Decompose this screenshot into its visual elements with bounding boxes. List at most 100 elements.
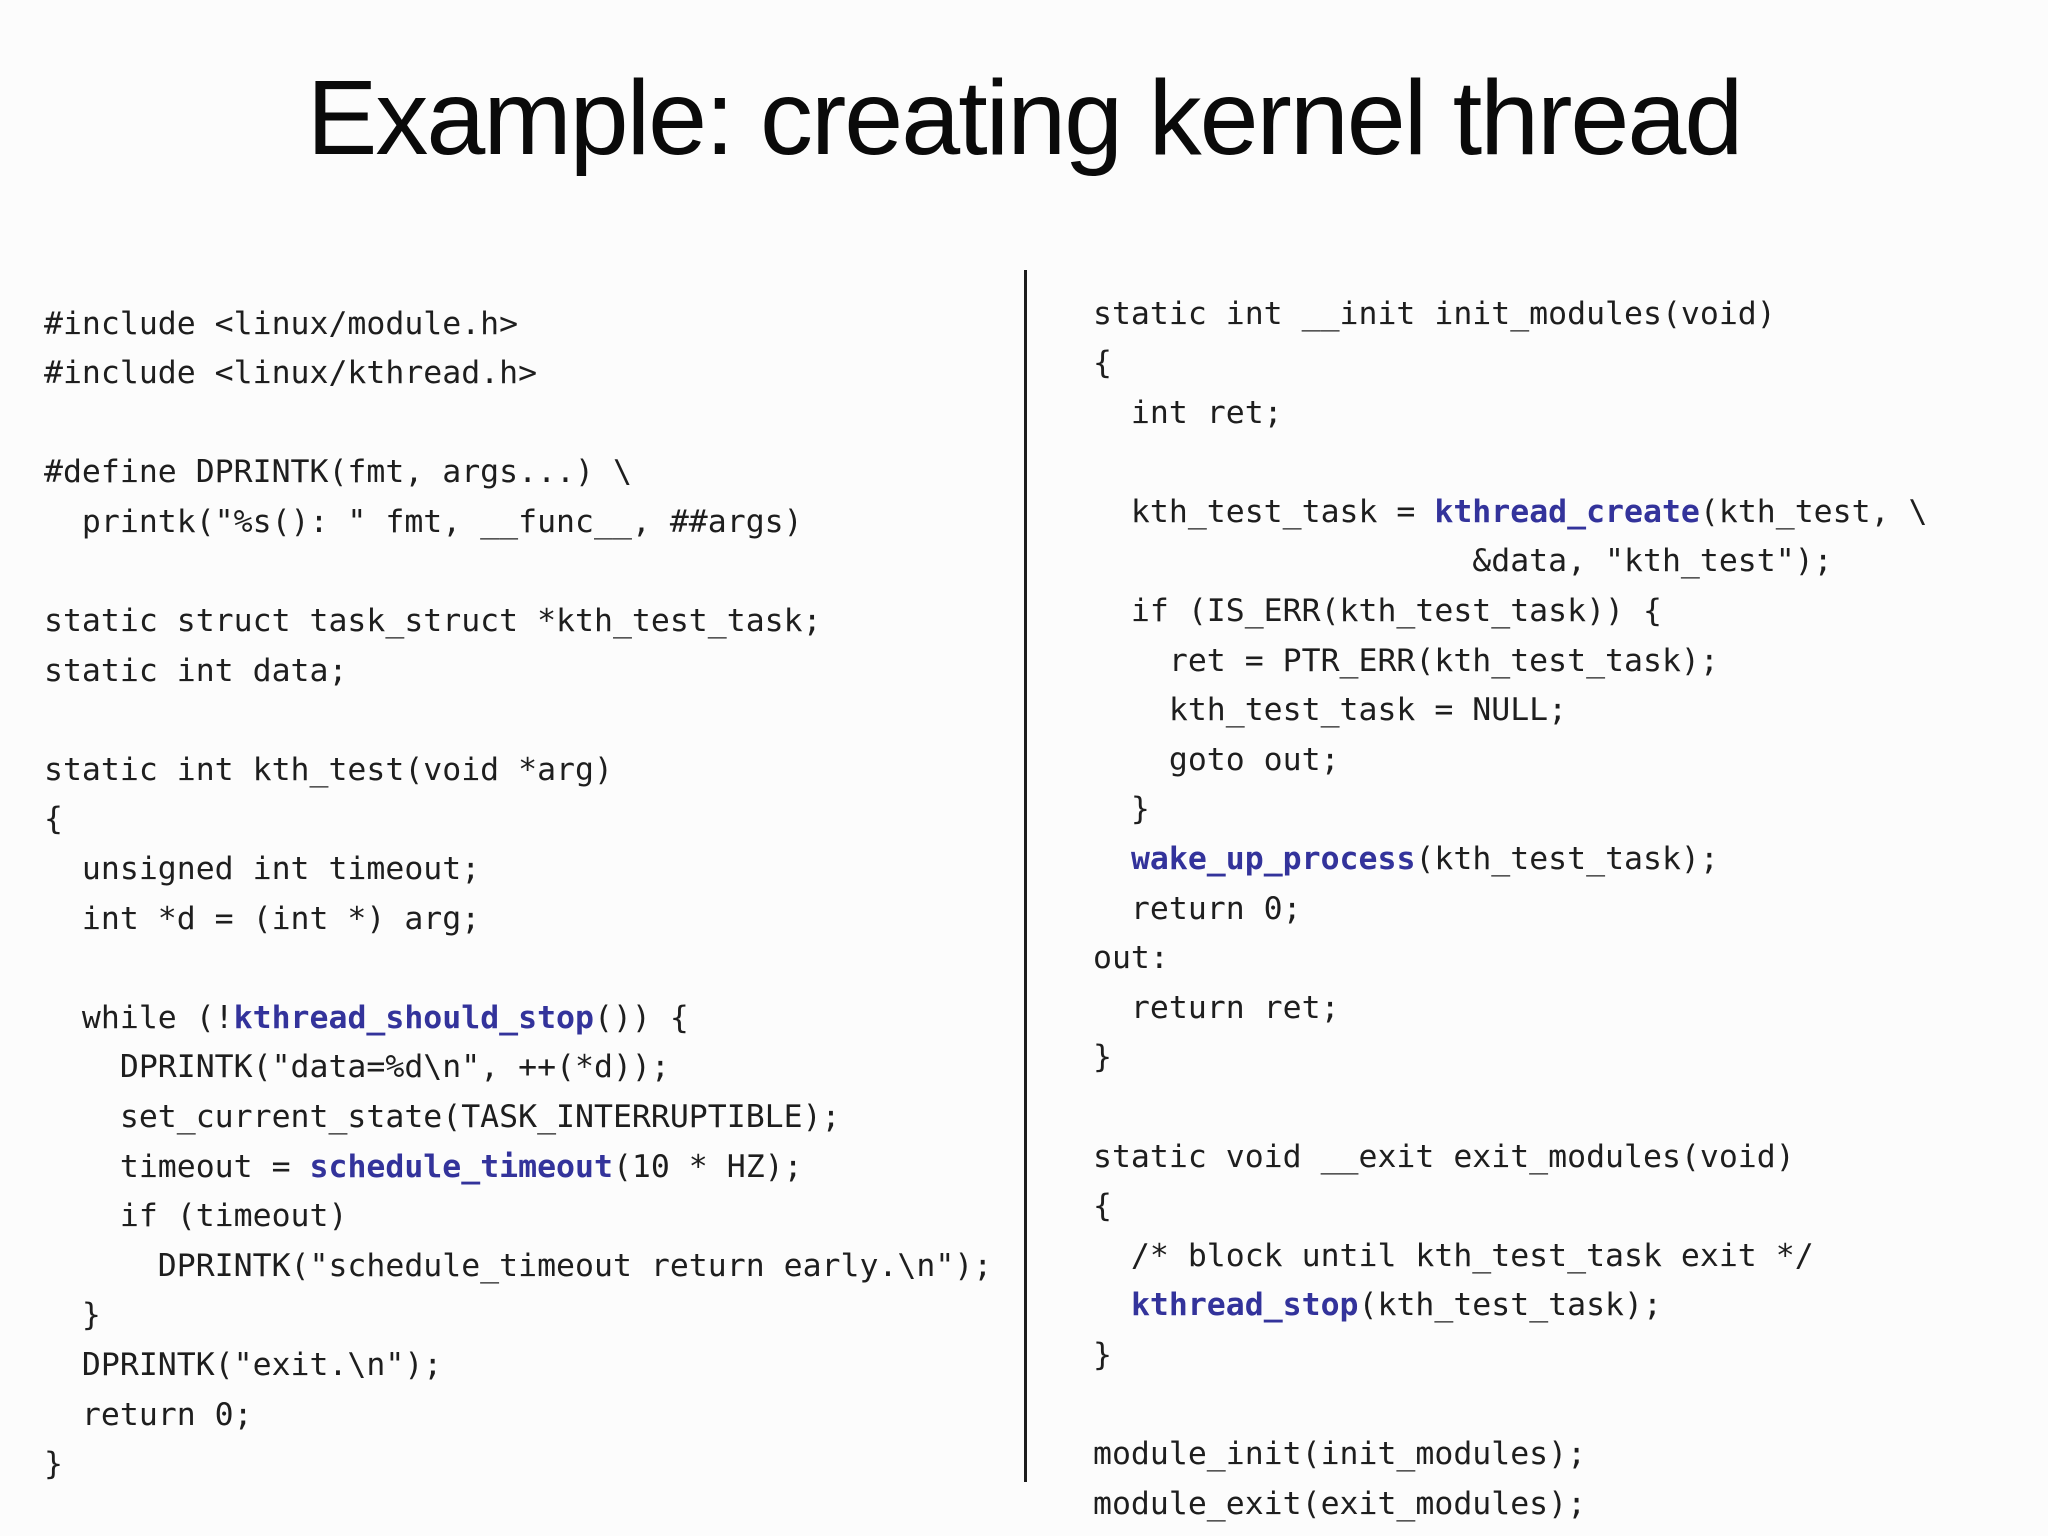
code-token: DPRINTK("exit.\n");: [44, 1346, 443, 1383]
code-line: /* block until kth_test_task exit */: [1093, 1232, 1927, 1282]
code-line: [1093, 438, 1927, 488]
code-token: {: [1093, 345, 1112, 382]
code-line: }: [44, 1291, 992, 1341]
code-line: [1093, 1083, 1927, 1133]
code-token: static int data;: [44, 652, 348, 689]
code-line: DPRINTK("data=%d\n", ++(*d));: [44, 1043, 992, 1093]
code-line: [44, 944, 992, 994]
code-column-right: static int __init init_modules(void) { in…: [1093, 290, 1927, 1530]
code-token: return 0;: [1093, 890, 1302, 927]
code-line: kth_test_task = kthread_create(kth_test,…: [1093, 488, 1928, 538]
code-line: }: [1093, 1033, 1927, 1083]
keyword-token: kthread_should_stop: [233, 999, 594, 1036]
code-line: timeout = schedule_timeout(10 * HZ);: [44, 1143, 992, 1193]
code-token: }: [44, 1446, 63, 1483]
code-line: module_exit(exit_modules);: [1093, 1480, 1927, 1530]
code-line: int *d = (int *) arg;: [44, 895, 992, 945]
code-token: if (timeout): [44, 1198, 348, 1235]
code-line: static int __init init_modules(void): [1093, 290, 1927, 340]
code-line: static int data;: [44, 647, 992, 697]
code-token: }: [1093, 1039, 1112, 1076]
code-line: static void __exit exit_modules(void): [1093, 1133, 1927, 1183]
code-token: }: [1093, 1336, 1112, 1373]
code-token: unsigned int timeout;: [44, 851, 481, 888]
code-line: static int kth_test(void *arg): [44, 746, 992, 796]
code-line: }: [1093, 1331, 1927, 1381]
code-token: #define DPRINTK(fmt, args...) \: [44, 454, 632, 491]
code-line: {: [44, 795, 992, 845]
keyword-token: schedule_timeout: [309, 1148, 613, 1185]
code-token: (kth_test_task);: [1358, 1287, 1662, 1324]
code-token: }: [1093, 791, 1150, 828]
code-token: (10 * HZ);: [612, 1148, 803, 1185]
code-token: #include <linux/module.h>: [44, 305, 519, 342]
code-line: return 0;: [1093, 885, 1927, 935]
code-token: return ret;: [1093, 989, 1340, 1026]
code-token: while (!: [44, 999, 234, 1036]
code-token: out:: [1093, 940, 1169, 977]
code-token: &data, "kth_test");: [1093, 543, 1833, 580]
page-title: Example: creating kernel thread: [306, 59, 1744, 177]
code-token: {: [44, 801, 63, 838]
code-token: goto out;: [1093, 741, 1340, 778]
code-line: out:: [1093, 934, 1927, 984]
code-token: ()) {: [593, 999, 689, 1036]
column-divider: [1024, 270, 1027, 1482]
code-line: return ret;: [1093, 984, 1927, 1034]
code-line: [44, 547, 992, 597]
code-line: #include <linux/kthread.h>: [44, 349, 992, 399]
code-line: if (timeout): [44, 1192, 992, 1242]
code-line: [44, 399, 992, 449]
code-token: printk("%s(): " fmt, __func__, ##args): [44, 503, 803, 540]
code-token: kth_test_task = NULL;: [1093, 692, 1568, 729]
code-token: {: [1093, 1188, 1112, 1225]
code-line: kthread_stop(kth_test_task);: [1093, 1281, 1927, 1331]
code-line: unsigned int timeout;: [44, 845, 992, 895]
code-line: [44, 696, 992, 746]
code-token: }: [44, 1297, 101, 1334]
code-line: module_init(init_modules);: [1093, 1430, 1927, 1480]
code-token: module_exit(exit_modules);: [1093, 1485, 1587, 1522]
code-token: [1093, 1287, 1131, 1323]
code-token: static void __exit exit_modules(void): [1093, 1138, 1795, 1175]
code-token: DPRINTK("data=%d\n", ++(*d));: [44, 1049, 670, 1086]
code-token: (kth_test_task);: [1415, 841, 1719, 878]
code-line: if (IS_ERR(kth_test_task)) {: [1093, 587, 1927, 637]
code-line: static struct task_struct *kth_test_task…: [44, 597, 992, 647]
code-line: {: [1093, 1182, 1927, 1232]
code-token: static int kth_test(void *arg): [44, 751, 613, 788]
code-token: /* block until kth_test_task exit */: [1093, 1237, 1814, 1274]
code-token: [1093, 841, 1131, 877]
code-line: }: [1093, 785, 1927, 835]
code-token: int ret;: [1093, 394, 1283, 431]
keyword-token: kthread_stop: [1130, 1287, 1359, 1324]
code-line: int ret;: [1093, 389, 1927, 439]
code-line: ret = PTR_ERR(kth_test_task);: [1093, 637, 1927, 687]
code-line: #include <linux/module.h>: [44, 300, 992, 350]
code-token: static struct task_struct *kth_test_task…: [44, 603, 822, 640]
code-column-left: #include <linux/module.h> #include <linux…: [44, 300, 992, 1490]
code-line: set_current_state(TASK_INTERRUPTIBLE);: [44, 1093, 992, 1143]
code-line: return 0;: [44, 1391, 992, 1441]
code-token: static int __init init_modules(void): [1093, 295, 1776, 332]
code-token: return 0;: [44, 1396, 253, 1433]
code-token: ret = PTR_ERR(kth_test_task);: [1093, 642, 1719, 679]
code-token: if (IS_ERR(kth_test_task)) {: [1093, 593, 1662, 630]
code-token: set_current_state(TASK_INTERRUPTIBLE);: [44, 1099, 841, 1135]
code-token: module_init(init_modules);: [1093, 1436, 1587, 1473]
keyword-token: wake_up_process: [1130, 841, 1416, 878]
code-line: [1093, 1381, 1927, 1431]
code-line: {: [1093, 339, 1927, 389]
code-line: DPRINTK("schedule_timeout return early.\…: [44, 1242, 992, 1292]
keyword-token: kthread_create: [1434, 493, 1700, 530]
code-token: DPRINTK("schedule_timeout return early.\…: [44, 1247, 993, 1284]
code-token: kth_test_task =: [1093, 493, 1435, 530]
code-line: wake_up_process(kth_test_task);: [1093, 835, 1927, 885]
code-line: DPRINTK("exit.\n");: [44, 1341, 992, 1391]
code-token: int *d = (int *) arg;: [44, 900, 481, 937]
code-token: timeout =: [44, 1148, 310, 1185]
code-line: while (!kthread_should_stop()) {: [44, 994, 992, 1044]
code-line: goto out;: [1093, 736, 1927, 786]
code-token: (kth_test, \: [1699, 493, 1928, 530]
code-token: #include <linux/kthread.h>: [44, 355, 538, 392]
